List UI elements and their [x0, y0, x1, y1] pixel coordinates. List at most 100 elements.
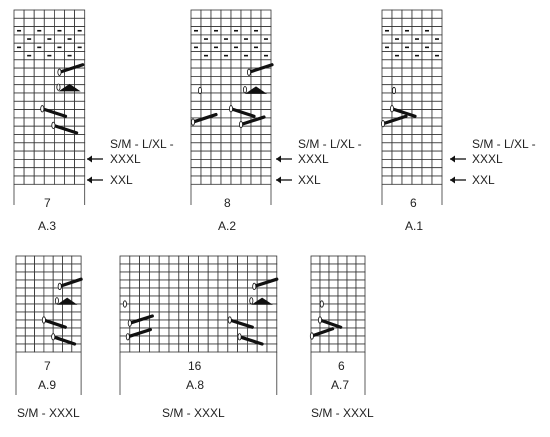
cable-right-symbol-end [380, 120, 385, 128]
chart-a9-cell [34, 255, 45, 265]
chart-a3-cell [64, 9, 76, 19]
chart-a9-cell [24, 311, 35, 321]
chart-a3-cell [33, 92, 45, 102]
triangle-symbol [56, 297, 78, 305]
chart-a3-cell [13, 150, 25, 160]
chart-a8-cell [129, 311, 141, 321]
chart-a8-cell [178, 343, 190, 353]
chart-a8-cell [207, 311, 219, 321]
chart-a8-cell [148, 271, 160, 281]
chart-a1-cell [431, 67, 443, 77]
chart-a2-cell [220, 134, 232, 144]
chart-a3-cell [23, 84, 35, 94]
chart-a3-cell [64, 42, 76, 52]
chart-a8-cell [227, 295, 239, 305]
chart-a9-cell [62, 287, 73, 297]
chart-a3-cell [13, 9, 25, 19]
chart-a7-cell [328, 255, 339, 265]
size-marker-line3-a1: XXL [472, 173, 495, 187]
chart-a8-cell [246, 327, 258, 337]
chart-a2-cell [230, 84, 242, 94]
chart-a8-cell [217, 303, 229, 313]
chart-a2-cell [240, 26, 252, 36]
chart-a2-cell [190, 67, 202, 77]
chart-a1-cell [401, 17, 413, 27]
chart-a1-cell [421, 84, 433, 94]
chart-a3-cell [64, 17, 76, 27]
chart-a1-cell [391, 167, 403, 177]
chart-a7-cell [355, 263, 366, 273]
chart-a1-cell [381, 59, 393, 69]
cable-right-symbol [381, 114, 408, 126]
chart-a1-cell [391, 175, 403, 185]
cable-left-symbol-end [317, 316, 322, 324]
chart-a2-cell [210, 134, 222, 144]
chart-a1-cell [411, 142, 423, 152]
chart-a2-cell [220, 84, 232, 94]
chart-a1-cell [421, 9, 433, 19]
chart-a1-cell [431, 17, 443, 27]
chart-a3-cell [33, 150, 45, 160]
chart-a7-cell [346, 271, 357, 281]
chart-a8-cell [266, 343, 278, 353]
chart-a2-cell [260, 175, 272, 185]
chart-a1-cell [381, 84, 393, 94]
chart-a2-cell [190, 167, 202, 177]
chart-a7-cell [310, 295, 321, 305]
chart-a8-cell [158, 343, 170, 353]
chart-a3-cell [13, 125, 25, 135]
chart-a2-cell [220, 167, 232, 177]
chart-a7-cell [346, 335, 357, 345]
chart-a2-cell [250, 158, 262, 169]
chart-a1-cell [431, 109, 443, 119]
chart-a1-cell [431, 142, 443, 152]
chart-a1-cell [411, 117, 423, 127]
chart-a8-cell [168, 311, 180, 321]
chart-a2-cell [190, 134, 202, 144]
chart-a3-cell [64, 92, 76, 102]
chart-a9-cell [71, 319, 82, 329]
chart-a3-cell [64, 142, 76, 152]
chart-a8-cell [266, 303, 278, 313]
chart-a3-cell [13, 100, 25, 111]
chart-a9-cell [24, 271, 35, 281]
chart-a8-cell [178, 295, 190, 305]
chart-a3-cell [23, 92, 35, 102]
stitch-symbol [122, 300, 127, 308]
chart-a9-cell [15, 319, 26, 329]
chart-a8-cell [188, 335, 199, 345]
chart-a8-cell [129, 295, 141, 305]
chart-a7-size-label: S/M - XXXL [311, 406, 374, 420]
chart-a8-cell [178, 255, 190, 265]
chart-a7-cell [319, 335, 330, 345]
chart-a2-cell [260, 134, 272, 144]
chart-a3-cell [23, 42, 35, 52]
chart-a8-cell [266, 327, 278, 337]
chart-a1-name: A.1 [405, 219, 424, 233]
chart-a8-cell [129, 263, 141, 273]
chart-a1-cell [431, 125, 443, 135]
chart-a8-cell [139, 287, 150, 297]
chart-a7-cell [328, 343, 339, 353]
cable-left-symbol-end [51, 121, 56, 129]
cable-left-symbol [237, 335, 264, 346]
chart-a2-cell [200, 84, 212, 94]
chart-a2-cell [210, 9, 222, 19]
chart-a1-cell [411, 59, 423, 69]
chart-a3-cell [74, 142, 86, 152]
chart-a1-cell [431, 59, 443, 69]
chart-a9-cell [15, 303, 26, 313]
chart-a8-cell [168, 327, 180, 337]
chart-a2-cell [220, 158, 232, 169]
chart-a8-cell [148, 319, 160, 329]
chart-a3-cell [33, 9, 45, 19]
chart-a7-cell [355, 279, 366, 289]
chart-a1-cell [381, 9, 393, 19]
chart-a2-cell [210, 117, 222, 127]
chart-a8-cell [148, 279, 160, 289]
triangle-symbol-end [249, 297, 254, 305]
chart-a2-cell [250, 167, 262, 177]
chart-a9-cell [15, 311, 26, 321]
chart-a1-cell [421, 175, 433, 185]
chart-a8-cell [119, 287, 131, 297]
